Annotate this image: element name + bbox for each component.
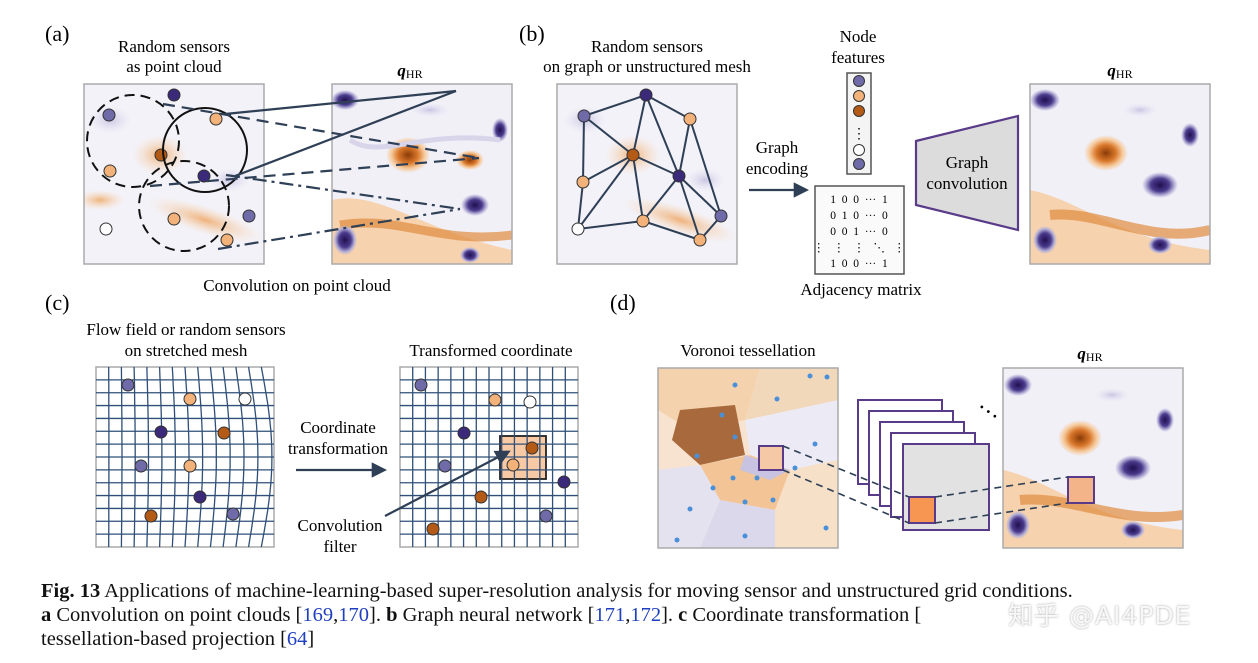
caption-line-2: a Convolution on point clouds [169,170].…	[41, 604, 922, 626]
coord-transform-line1: Coordinate	[300, 418, 376, 437]
transformed-coordinate-label: Transformed coordinate	[409, 341, 572, 360]
graph-convolution-block	[914, 114, 1020, 232]
regular-mesh-sensors	[414, 378, 571, 536]
panel-a-label-line2: as point cloud	[126, 57, 222, 76]
panel-a-label-line1: Random sensors	[118, 37, 230, 56]
qhr-field-d	[1003, 368, 1183, 548]
panel-a-tag: (a)	[45, 21, 69, 46]
caption-line-1: Fig. 13 Applications of machine-learning…	[41, 580, 1073, 602]
panel-c-tag: (c)	[45, 290, 69, 315]
panel-b-label-line1: Random sensors	[591, 37, 703, 56]
svg-text:0 1 0 ··· 0: 0 1 0 ··· 0	[830, 210, 888, 222]
svg-text:⋮: ⋮	[852, 127, 866, 142]
receptive-field-circles	[86, 94, 248, 252]
panel-b-tag: (b)	[519, 21, 545, 46]
voronoi-field	[658, 368, 838, 548]
node-features-line2: features	[831, 48, 885, 67]
qhr-field-b	[1030, 84, 1210, 264]
svg-text:1 0 0 ··· 1: 1 0 0 ··· 1	[830, 194, 888, 206]
graph-encoding-line2: encoding	[746, 159, 809, 178]
panel-c-label-line1: Flow field or random sensors	[86, 320, 285, 339]
watermark: 知乎 @AI4PDE	[1008, 601, 1192, 630]
panel-a-qhr: qHR	[397, 61, 422, 81]
convolution-filter-line2: filter	[323, 537, 356, 556]
adjacency-matrix-label: Adjacency matrix	[800, 280, 922, 299]
stretched-mesh-sensors	[121, 378, 252, 523]
figure-13: (a) Random sensors as point cloud	[45, 21, 1211, 556]
panel-a: (a) Random sensors as point cloud	[45, 21, 513, 295]
ref-170-link[interactable]: 170	[338, 604, 369, 626]
node-features-vector	[846, 72, 872, 175]
coord-transform-line2: transformation	[288, 439, 389, 458]
panel-a-bottom-label: Convolution on point cloud	[203, 276, 391, 295]
graph-convolution-line2: convolution	[926, 174, 1008, 193]
output-patch	[1067, 476, 1095, 504]
voronoi-sensors	[674, 373, 830, 543]
panel-b-qhr: qHR	[1107, 61, 1132, 81]
projection-lines-a	[149, 89, 480, 251]
stretched-mesh	[96, 366, 274, 548]
voronoi-patch	[758, 445, 784, 471]
panel-d-qhr: qHR	[1077, 344, 1102, 364]
panel-d: (d) Voronoi tessellation	[610, 290, 1184, 549]
svg-text:⋮ ⋮ ⋮ ⋱ ⋮: ⋮ ⋮ ⋮ ⋱ ⋮	[813, 242, 905, 254]
svg-text:1 0 0 ··· 1: 1 0 0 ··· 1	[830, 258, 888, 270]
ref-64-link[interactable]: 64	[286, 628, 308, 650]
panel-b-label-line2: on graph or unstructured mesh	[543, 57, 751, 76]
panel-b: (b) Random sensors on graph or unstructu…	[519, 21, 1211, 299]
ref-171-link[interactable]: 171	[594, 604, 626, 626]
projection-lines-d	[782, 445, 1069, 524]
ref-172-link[interactable]: 172	[630, 604, 662, 626]
node-features-line1: Node	[840, 27, 877, 46]
graph-encoding-line1: Graph	[756, 138, 799, 157]
svg-text:0 0 1 ··· 0: 0 0 1 ··· 0	[830, 226, 888, 238]
voronoi-label: Voronoi tessellation	[680, 341, 816, 360]
stack-ellipsis: ···	[971, 395, 1006, 430]
graph-convolution-line1: Graph	[946, 153, 989, 172]
graph-edges	[577, 94, 722, 241]
qhr-field-a	[332, 84, 512, 264]
graph-nodes	[571, 88, 728, 247]
caption-fig-label: Fig. 13	[41, 580, 101, 602]
feature-map-stack	[857, 399, 990, 531]
adjacency-matrix-values: 1 0 0 ··· 1 0 1 0 ··· 0 0 0 1 ··· 0 ⋮ ⋮ …	[813, 194, 905, 270]
convolution-filter-line1: Convolution	[297, 516, 383, 535]
panel-c-label-line2: on stretched mesh	[125, 341, 248, 360]
panel-c: (c) Flow field or random sensors on stre…	[45, 290, 579, 556]
panel-d-tag: (d)	[610, 290, 636, 315]
adjacency-matrix-box	[814, 185, 905, 275]
ref-169-link[interactable]: 169	[302, 604, 334, 626]
filter-pointer-arrow	[384, 450, 511, 517]
caption-line-3: tessellation-based projection [64]	[41, 628, 315, 650]
